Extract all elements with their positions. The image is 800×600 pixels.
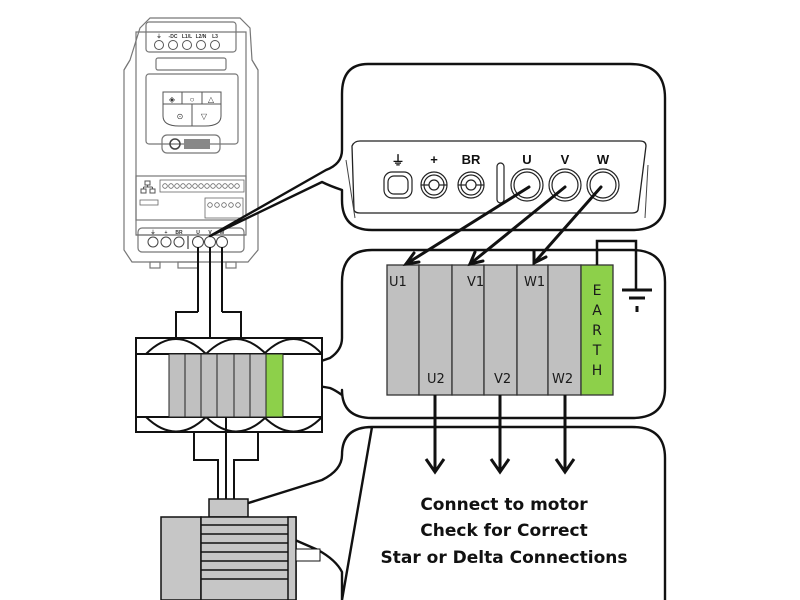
callout-terminal-label-w: W [597, 152, 610, 167]
note-text: Connect to motor Check for Correct Star … [381, 495, 628, 568]
callout-terminal-label-br: BR [462, 152, 481, 167]
u-to-u1-arrow [404, 185, 531, 266]
drive-top-terminal-label: -DC [169, 34, 178, 40]
motor-terminal-block [386, 264, 614, 396]
note-line-2: Check for Correct [420, 521, 587, 541]
callout-terminal-label-u: U [522, 152, 531, 167]
motor-end-cap [160, 516, 202, 600]
keypad-navigate-button: ◈ [169, 95, 176, 104]
drive-top-terminal-label: L1/L [182, 34, 192, 40]
terminal-label-u1: U1 [389, 275, 407, 290]
drive-keypad: ◈ ○ △ ⊙ ▽ [162, 91, 222, 127]
terminal-u1 [386, 264, 420, 396]
electric-motor [160, 498, 321, 600]
drive-terminal-label: V [208, 230, 212, 236]
note-line-3: Star or Delta Connections [381, 548, 628, 568]
drive-top-terminals: ⏚ -DC L1/L L2/N L3 [154, 33, 220, 50]
drive-terminal-label: ⏚ [150, 229, 155, 236]
terminal-block-labels: U1 V1 W1 U2 V2 W2 E A R T H [389, 275, 602, 387]
keypad-start-button: ⊙ [177, 112, 184, 121]
earth-letter: E [593, 283, 602, 299]
drive-terminal-label: BR [175, 230, 183, 236]
motor-terminal-housing [208, 498, 249, 518]
terminal-callout: ⏚ + BR U V W [208, 62, 667, 238]
terminal-label-v1: V1 [467, 275, 484, 290]
drive-top-terminal-label: ⏚ [156, 33, 161, 40]
earth-letter: T [592, 343, 602, 359]
keypad-stop-button: ○ [190, 95, 195, 104]
earth-letter: R [592, 323, 602, 339]
motor-shaft [295, 548, 321, 562]
callout-terminal-label-v: V [561, 152, 570, 167]
drive-terminal-label: U [196, 230, 200, 236]
terminal-label-w2: W2 [552, 372, 573, 387]
note-line-1: Connect to motor [420, 495, 588, 515]
br-terminal-screw [457, 171, 485, 199]
motor-body [200, 516, 297, 600]
terminal-label-u2: U2 [427, 372, 445, 387]
dc-plus-terminal-screw [420, 171, 448, 199]
callout-terminal-label-earth: ⏚ [391, 153, 404, 168]
drive-terminal-label: + [165, 230, 168, 236]
earth-letter: H [592, 363, 603, 379]
network-icon [140, 180, 156, 194]
earth-letter: A [592, 303, 602, 319]
ground-symbol-icon [595, 239, 652, 312]
phase-connection-arrows [402, 185, 603, 267]
v-to-v1-arrow [468, 185, 567, 266]
mini-terminal-block [168, 353, 284, 418]
w-to-w1-arrow [532, 185, 603, 265]
motor-cable [175, 247, 242, 350]
drive-power-terminals: ⏚ + BR U V W [147, 229, 228, 249]
drive-logo [169, 138, 210, 150]
terminal-label-w1: W1 [524, 275, 545, 290]
motor-note-callout [224, 425, 667, 600]
drive-top-terminal-label: L3 [212, 34, 218, 40]
keypad-up-button: △ [208, 95, 215, 104]
motor-feed-cable [193, 417, 259, 500]
drive-top-terminal-label: L2/N [196, 34, 207, 40]
callout-terminal-label-dc-plus: + [430, 152, 438, 167]
drive-terminal-label: W [220, 230, 225, 236]
drive-control-terminals [139, 179, 245, 219]
terminal-label-v2: V2 [494, 372, 511, 387]
terminal-u2 [418, 264, 453, 396]
motor-lead-arrows [424, 395, 576, 475]
keypad-down-button: ▽ [201, 112, 208, 121]
